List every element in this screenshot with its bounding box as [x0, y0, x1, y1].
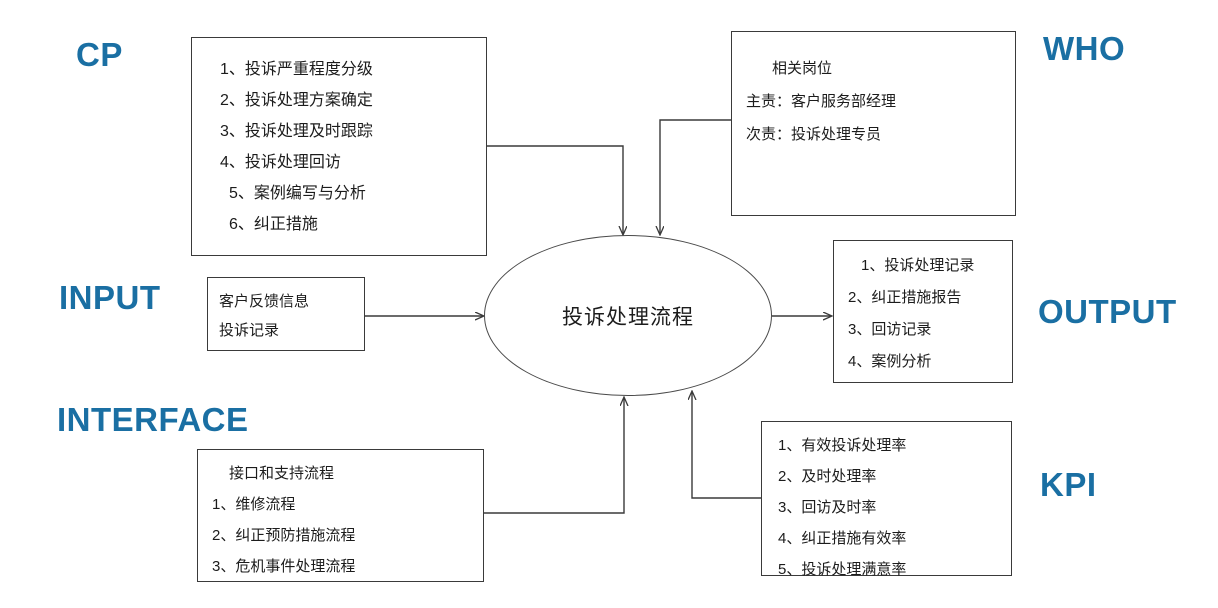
connector-cp-to-process [487, 145, 623, 234]
input-item: 客户反馈信息 [219, 293, 310, 310]
input-box-content: 客户反馈信息 投诉记录 [208, 278, 364, 345]
cp-item: 5、案例编写与分析 [229, 185, 366, 202]
cp-box-content: 1、投诉严重程度分级 2、投诉处理方案确定 3、投诉处理及时跟踪 4、投诉处理回… [192, 38, 486, 240]
cp-box[interactable]: 1、投诉严重程度分级 2、投诉处理方案确定 3、投诉处理及时跟踪 4、投诉处理回… [191, 37, 487, 256]
kpi-box[interactable]: 1、有效投诉处理率 2、及时处理率 3、回访及时率 4、纠正措施有效率 5、投诉… [761, 421, 1012, 578]
who-box[interactable]: 相关岗位 主责：客户服务部经理 次责：投诉处理专员 [731, 31, 1016, 216]
output-box[interactable]: 1、投诉处理记录 2、纠正措施报告 3、回访记录 4、案例分析 [833, 240, 1013, 383]
cp-item: 4、投诉处理回访 [220, 154, 341, 171]
label-cp: CP [76, 36, 123, 73]
who-heading: 相关岗位 [772, 60, 833, 77]
label-kpi: KPI [1040, 466, 1097, 503]
label-output: OUTPUT [1038, 293, 1177, 330]
interface-box[interactable]: 接口和支持流程 1、维修流程 2、纠正预防措施流程 3、危机事件处理流程 [197, 449, 484, 582]
cp-item: 3、投诉处理及时跟踪 [220, 123, 373, 140]
output-item: 2、纠正措施报告 [848, 289, 962, 306]
interface-heading: 接口和支持流程 [229, 465, 335, 482]
kpi-item: 1、有效投诉处理率 [778, 437, 907, 454]
kpi-item: 4、纠正措施有效率 [778, 530, 907, 547]
cp-item: 6、纠正措施 [229, 216, 318, 233]
output-item: 3、回访记录 [848, 321, 932, 338]
kpi-item: 3、回访及时率 [778, 499, 877, 516]
connector-interface-to-process [484, 398, 624, 514]
output-item: 4、案例分析 [848, 353, 932, 370]
who-box-content: 相关岗位 主责：客户服务部经理 次责：投诉处理专员 [732, 32, 1015, 151]
kpi-item: 2、及时处理率 [778, 468, 877, 485]
interface-item: 1、维修流程 [212, 496, 296, 513]
input-box[interactable]: 客户反馈信息 投诉记录 [207, 277, 365, 351]
kpi-box-content: 1、有效投诉处理率 2、及时处理率 3、回访及时率 4、纠正措施有效率 5、投诉… [762, 422, 1011, 585]
who-item: 主责：客户服务部经理 [746, 93, 897, 110]
interface-box-content: 接口和支持流程 1、维修流程 2、纠正预防措施流程 3、危机事件处理流程 [198, 450, 483, 582]
process-label: 投诉处理流程 [562, 305, 694, 329]
connector-kpi-to-process [692, 392, 761, 499]
output-item: 1、投诉处理记录 [861, 257, 975, 274]
connector-who-to-process [660, 119, 731, 234]
interface-item: 2、纠正预防措施流程 [212, 527, 356, 544]
who-item: 次责：投诉处理专员 [746, 126, 882, 143]
output-box-content: 1、投诉处理记录 2、纠正措施报告 3、回访记录 4、案例分析 [834, 241, 1012, 378]
cp-item: 1、投诉严重程度分级 [220, 61, 373, 78]
process-ellipse[interactable]: 投诉处理流程 [484, 235, 772, 396]
input-item: 投诉记录 [219, 322, 280, 339]
interface-item: 3、危机事件处理流程 [212, 558, 356, 575]
label-input: INPUT [59, 279, 161, 316]
label-interface: INTERFACE [57, 401, 249, 438]
cp-item: 2、投诉处理方案确定 [220, 92, 373, 109]
label-who: WHO [1043, 30, 1126, 67]
kpi-item: 5、投诉处理满意率 [778, 561, 907, 578]
